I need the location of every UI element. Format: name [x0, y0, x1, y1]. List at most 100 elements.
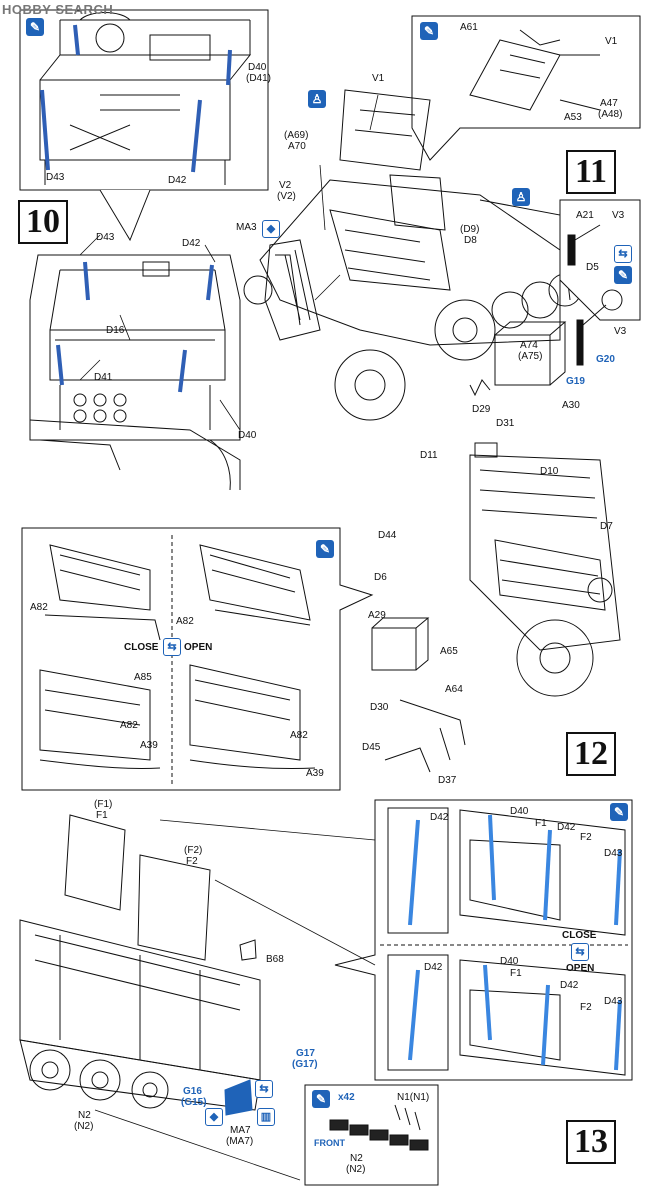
label-a69: (A69): [284, 130, 309, 141]
step13-paint-marks: [408, 814, 622, 1071]
label-v2: V2: [279, 180, 292, 191]
label-d44: D44: [378, 530, 397, 541]
label-d43: D43: [604, 848, 623, 859]
paint-brush-icon: ✎: [610, 803, 628, 821]
step11-inset: [411, 15, 641, 161]
label-d45: D45: [362, 742, 381, 753]
label-a65: A65: [440, 646, 458, 657]
label-d9: (D9): [460, 224, 480, 235]
label-d43: D43: [96, 232, 115, 243]
label-d42: D42: [424, 962, 443, 973]
label-g19: G19: [566, 376, 585, 387]
label-a30: A30: [562, 400, 580, 411]
step11-right-inset: [559, 199, 641, 366]
label-n2: N2: [78, 1110, 91, 1121]
close-label: CLOSE: [124, 642, 159, 653]
step12-main: [371, 454, 621, 773]
label-d42: D42: [557, 822, 576, 833]
toggle-open-close-icon: ⇆: [163, 638, 181, 656]
label-a64: A64: [445, 684, 463, 695]
open-label: OPEN: [566, 963, 595, 974]
label-d6: D6: [374, 572, 387, 583]
label-ma3: MA3: [236, 222, 257, 233]
label-a70: A70: [288, 141, 306, 152]
label-f2: F2: [580, 832, 592, 843]
label-d40: D40: [510, 806, 529, 817]
label-d42: D42: [182, 238, 201, 249]
label-d40: D40: [238, 430, 257, 441]
assembly-symbol-icon: ♙: [512, 188, 530, 206]
label-d31: D31: [496, 418, 515, 429]
label-d11: D11: [420, 450, 438, 461]
paint-brush-icon: ✎: [420, 22, 438, 40]
label-a21: A21: [576, 210, 594, 221]
mirror-symbol-icon: ⇆: [614, 245, 632, 263]
step10-inset: [19, 9, 269, 242]
label-d5: D5: [586, 262, 599, 273]
label-a74: A74: [520, 340, 538, 351]
label-a29: A29: [368, 610, 386, 621]
glue-drop-icon: ◆: [262, 220, 280, 238]
label-d40: D40: [500, 956, 519, 967]
glue-drop-icon: ◆: [205, 1108, 223, 1126]
label-d41-paren: (D41): [246, 73, 272, 84]
label-f1: F1: [96, 810, 108, 821]
label-x42: x42: [338, 1092, 355, 1103]
label-d10: D10: [540, 466, 559, 477]
label-d30: D30: [370, 702, 389, 713]
label-a82: A82: [30, 602, 48, 613]
label-a48: (A48): [598, 109, 623, 120]
label-f1-paren: (F1): [94, 799, 113, 810]
label-v3: V3: [612, 210, 625, 221]
label-a39: A39: [140, 740, 158, 751]
mirror-symbol-icon: ⇆: [255, 1080, 273, 1098]
paint-brush-icon: ✎: [312, 1090, 330, 1108]
label-a85: A85: [134, 672, 152, 683]
paint-brush-icon: ✎: [316, 540, 334, 558]
label-n1: N1(N1): [397, 1092, 430, 1103]
label-d8: D8: [464, 235, 477, 246]
paint-brush-icon: ✎: [614, 266, 632, 284]
label-g17-paren: (G17): [292, 1059, 318, 1070]
label-g16: G16: [183, 1086, 202, 1097]
label-ma7-paren: (MA7): [226, 1136, 254, 1147]
leader-lines: [79, 94, 379, 1181]
label-a82: A82: [176, 616, 194, 627]
label-a53: A53: [564, 112, 582, 123]
label-d40: D40: [248, 62, 267, 73]
label-f1: F1: [535, 818, 547, 829]
label-ma7: MA7: [230, 1125, 251, 1136]
toggle-open-close-icon: ⇆: [571, 943, 589, 961]
label-d16: D16: [106, 325, 125, 336]
label-v3: V3: [614, 326, 627, 337]
label-d43: D43: [604, 996, 623, 1007]
label-d43: D43: [46, 172, 65, 183]
label-f1: F1: [510, 968, 522, 979]
label-a82: A82: [290, 730, 308, 741]
label-g15: (G15): [181, 1097, 207, 1108]
label-d42: D42: [430, 812, 449, 823]
label-f2: F2: [186, 856, 198, 867]
label-v1: V1: [372, 73, 385, 84]
step12-inset: [21, 527, 374, 791]
label-g20: G20: [596, 354, 615, 365]
open-label: OPEN: [184, 642, 213, 653]
label-g17: G17: [296, 1048, 315, 1059]
label-b68: B68: [266, 954, 284, 965]
track-inset: [304, 1084, 439, 1186]
front-label: FRONT: [314, 1138, 345, 1148]
label-d42: D42: [168, 175, 187, 186]
label-d7: D7: [600, 521, 613, 532]
step13-main: [19, 814, 261, 1116]
step10-paint-marks: [40, 24, 232, 173]
label-a82: A82: [120, 720, 138, 731]
label-d41: D41: [94, 372, 113, 383]
close-label: CLOSE: [562, 930, 597, 941]
paint-brush-icon: ✎: [26, 18, 44, 36]
label-v2-paren: (V2): [277, 191, 296, 202]
label-a47: A47: [600, 98, 618, 109]
decal-icon: ▥: [257, 1108, 275, 1126]
watermark-logo: HOBBY SEARCH: [2, 2, 114, 17]
label-f2-paren: (F2): [184, 845, 203, 856]
